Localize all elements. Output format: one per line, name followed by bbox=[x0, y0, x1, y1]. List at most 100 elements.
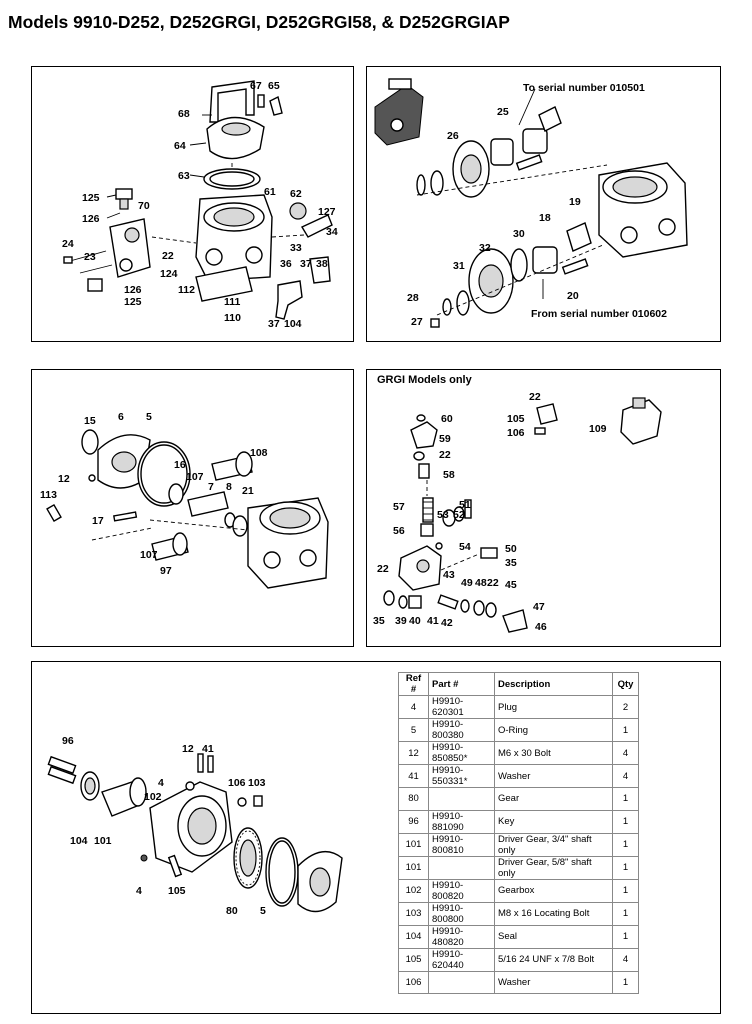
callout-label: 58 bbox=[443, 469, 455, 481]
col-header-ref: Ref # bbox=[398, 672, 429, 696]
callout-label: 12 bbox=[182, 743, 194, 755]
cell-ref: 101 bbox=[398, 855, 429, 880]
callout-label: 110 bbox=[224, 312, 241, 324]
cell-ref: 102 bbox=[398, 878, 429, 903]
callout-label: 105 bbox=[168, 885, 186, 897]
callout-label: 22 bbox=[377, 563, 389, 575]
serial-versions-drawing: To serial number 010501 From serial numb… bbox=[374, 78, 688, 328]
callout-label: 42 bbox=[441, 617, 453, 629]
cell-qty: 4 bbox=[612, 741, 639, 765]
callout-label: 21 bbox=[242, 485, 254, 497]
cell-part: H9910-800810 bbox=[428, 832, 495, 857]
panel-header: GRGI Models only bbox=[377, 374, 472, 386]
callout-label: 113 bbox=[40, 489, 57, 501]
cell-part: H9910-800800 bbox=[428, 901, 495, 926]
callout-label: 41 bbox=[427, 615, 439, 627]
cell-qty: 2 bbox=[612, 695, 639, 719]
callout-label: 64 bbox=[174, 140, 186, 152]
cell-qty: 1 bbox=[612, 970, 639, 995]
diagram-grgi-models: GRGI Models only bbox=[366, 369, 721, 647]
cell-description: Gear bbox=[494, 787, 613, 811]
cell-ref: 5 bbox=[398, 718, 429, 742]
callout-label: 34 bbox=[326, 226, 338, 238]
diagram-pump-head: 67 65 68 64 63 61 62 127 125 70 126 24 2… bbox=[31, 66, 354, 342]
callout-label: 5 bbox=[146, 411, 152, 423]
callout-label: 16 bbox=[174, 459, 186, 471]
col-header-qty: Qty bbox=[612, 672, 639, 696]
callout-label: 53 bbox=[437, 509, 449, 521]
callout-label: 39 bbox=[395, 615, 407, 627]
callout-label: 125 bbox=[82, 192, 100, 204]
cell-qty: 4 bbox=[612, 947, 639, 972]
cell-ref: 105 bbox=[398, 947, 429, 972]
callout-label: 105 bbox=[507, 413, 525, 425]
callout-label: 33 bbox=[290, 242, 302, 254]
callout-label: 109 bbox=[589, 423, 607, 435]
cell-qty: 1 bbox=[612, 718, 639, 742]
callout-label: 108 bbox=[250, 447, 268, 459]
callout-label: 20 bbox=[567, 290, 579, 302]
callout-label: 4 bbox=[158, 777, 164, 789]
callout-label: 38 bbox=[316, 258, 328, 270]
callout-label: 17 bbox=[92, 515, 104, 527]
callout-label: 27 bbox=[411, 316, 423, 328]
callout-label: 96 bbox=[62, 735, 74, 747]
callout-label: 45 bbox=[505, 579, 517, 591]
callout-label: 59 bbox=[439, 433, 451, 445]
cell-part bbox=[428, 855, 495, 880]
cell-qty: 1 bbox=[612, 855, 639, 880]
diagram-crankcase: 15 6 5 108 16 12 107 7 8 21 113 17 107 9… bbox=[31, 369, 354, 647]
pump-head-drawing: 67 65 68 64 63 61 62 127 125 70 126 24 2… bbox=[62, 80, 338, 330]
callout-label: 106 bbox=[228, 777, 246, 789]
cell-ref: 96 bbox=[398, 809, 429, 834]
cell-ref: 80 bbox=[398, 787, 429, 811]
cell-description: Seal bbox=[494, 924, 613, 949]
callout-label: 112 bbox=[178, 284, 195, 296]
col-header-description: Description bbox=[494, 672, 613, 696]
callout-label: 107 bbox=[140, 549, 158, 561]
callout-label: 104 bbox=[70, 835, 88, 847]
diagram-serial-versions: To serial number 010501 From serial numb… bbox=[366, 66, 721, 342]
callout-label: 111 bbox=[224, 296, 241, 308]
callout-label: 28 bbox=[407, 292, 419, 304]
cell-description: Driver Gear, 5/8" shaft only bbox=[494, 855, 613, 880]
callout-label: 46 bbox=[535, 621, 547, 633]
crankcase-drawing: 15 6 5 108 16 12 107 7 8 21 113 17 107 9… bbox=[40, 411, 329, 589]
callout-label: 103 bbox=[248, 777, 266, 789]
cell-part: H9910-850850* bbox=[428, 741, 495, 765]
callout-label: 63 bbox=[178, 170, 190, 182]
callout-label: 101 bbox=[94, 835, 112, 847]
cell-part: H9910-550331* bbox=[428, 764, 495, 788]
cell-description: Driver Gear, 3/4" shaft only bbox=[494, 832, 613, 857]
callout-label: 47 bbox=[533, 601, 545, 613]
callout-label: 126 bbox=[124, 284, 142, 296]
cell-description: M6 x 30 Bolt bbox=[494, 741, 613, 765]
cell-ref: 106 bbox=[398, 970, 429, 995]
callout-label: 50 bbox=[505, 543, 517, 555]
cell-part: H9910-881090 bbox=[428, 809, 495, 834]
callout-label: 26 bbox=[447, 130, 459, 142]
callout-label: 32 bbox=[479, 242, 491, 254]
cell-qty: 1 bbox=[612, 924, 639, 949]
callout-label: 48 bbox=[475, 577, 487, 589]
callout-label: 126 bbox=[82, 213, 100, 225]
callout-label: 15 bbox=[84, 415, 96, 427]
callout-label: 37 bbox=[300, 258, 312, 270]
cell-description: Key bbox=[494, 809, 613, 834]
cell-part bbox=[428, 970, 495, 995]
callout-label: 19 bbox=[569, 196, 581, 208]
callout-label: 22 bbox=[162, 250, 174, 262]
cell-ref: 12 bbox=[398, 741, 429, 765]
callout-label: 127 bbox=[318, 206, 336, 218]
cell-ref: 41 bbox=[398, 764, 429, 788]
callout-label: 43 bbox=[443, 569, 455, 581]
callout-label: 4 bbox=[136, 885, 142, 897]
callout-label: 24 bbox=[62, 238, 74, 250]
grgi-drawing: 22 105 106 109 60 59 22 58 57 51 53 52 5… bbox=[373, 391, 662, 633]
callout-label: 18 bbox=[539, 212, 551, 224]
callout-label: 7 bbox=[208, 481, 214, 493]
